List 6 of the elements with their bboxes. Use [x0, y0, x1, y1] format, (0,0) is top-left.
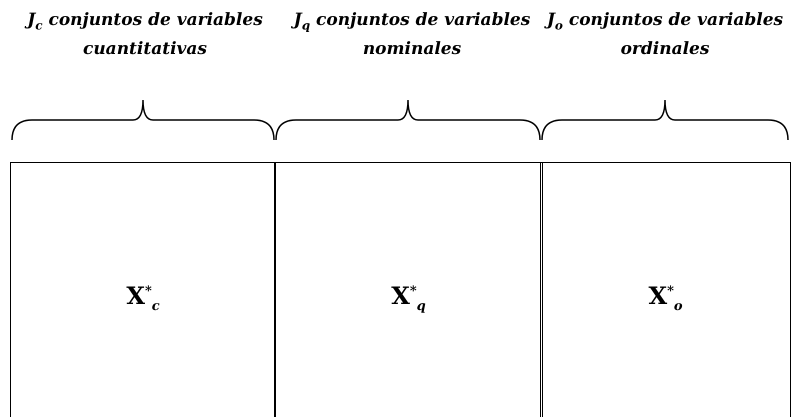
matrix-block [540, 162, 791, 417]
group-heading: J$_{o}$ conjuntos de variables ordinales [545, 8, 785, 62]
matrix-block [10, 162, 276, 417]
matrix-block [274, 162, 543, 417]
group-heading: J$_{c}$ conjuntos de variables cuantitativas [10, 8, 280, 62]
group-heading: J$_{q}$ conjuntos de variables nominales [282, 8, 542, 62]
